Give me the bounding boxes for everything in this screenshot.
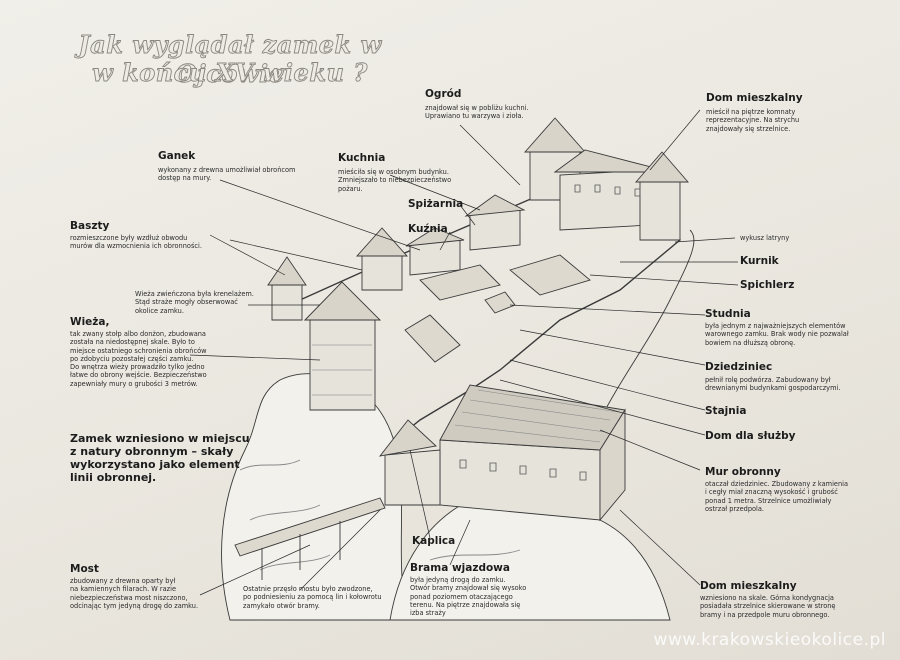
desc-ogrod: znajdował się w pobliżu kuchni. Uprawian… (425, 104, 529, 121)
label-spizarnia: Spiżarnia (408, 198, 464, 210)
label-most: Most (70, 563, 99, 575)
label-dom-mieszkalny-top: Dom mieszkalny (706, 92, 803, 104)
label-wieza: Wieża, (70, 316, 110, 328)
desc-dziedziniec: pełnił rolę podwórza. Zabudowany był dre… (705, 376, 841, 393)
desc-kuchnia: mieściła się w osobnym budynku. Zmniejsz… (338, 168, 452, 193)
label-spichlerz: Spichlerz (740, 279, 795, 291)
label-zamek-wzniesiono: Zamek wzniesiono w miejscu z natury obro… (70, 432, 250, 484)
desc-brama-wjazdowa: była jedyną drogą do zamku. Otwór bramy … (410, 576, 527, 618)
desc-studnia: była jednym z najważniejszych elementów … (705, 322, 849, 347)
desc-wieza: tak zwany stołp albo donżon, zbudowana z… (70, 330, 207, 388)
desc-ganek: wykonany z drewna umożliwiał obrońcom do… (158, 166, 296, 183)
label-mur-obronny: Mur obronny (705, 466, 781, 478)
label-studnia: Studnia (705, 308, 751, 320)
board-title-line1: Jak wyglądał zamek w Ojcowie (78, 30, 382, 89)
label-stajnia: Stajnia (705, 405, 747, 417)
desc-dom-mieszkalny-bottom: wzniesiono na skale. Górna kondygnacja p… (700, 594, 836, 619)
label-kurnik: Kurnik (740, 255, 779, 267)
board-title-line2: w końcu XV wieku ? (92, 58, 368, 88)
label-baszty: Baszty (70, 220, 110, 232)
label-dziedziniec: Dziedziniec (705, 361, 773, 373)
desc-baszty: rozmieszczone były wzdłuż obwodu murów d… (70, 234, 202, 251)
label-ganek: Ganek (158, 150, 196, 162)
label-dom-mieszkalny-bottom: Dom mieszkalny (700, 580, 797, 592)
label-kuznia: Kuźnia (408, 223, 448, 235)
label-kaplica: Kaplica (412, 535, 456, 547)
desc-wieza-krenelaz: Wieża zwieńczona była krenelażem. Stąd s… (135, 290, 254, 315)
label-brama-wjazdowa: Brama wjazdowa (410, 562, 510, 574)
label-kuchnia: Kuchnia (338, 152, 386, 164)
label-dom-dla-sluzby: Dom dla służby (705, 430, 796, 442)
desc-wykusz-latryny: wykusz latryny (740, 234, 790, 242)
label-ogrod: Ogród (425, 88, 462, 100)
desc-dom-mieszkalny-top: mieścił na piętrze komnaty reprezentacyj… (706, 108, 800, 133)
desc-mur-obronny: otaczał dziedziniec. Zbudowany z kamieni… (705, 480, 849, 513)
watermark: www.krakowskieokolice.pl (653, 630, 886, 650)
desc-most: zbudowany z drewna oparty był na kamienn… (70, 577, 199, 610)
desc-przeslo-zwodzone: Ostatnie przęsło mostu było zwodzone, po… (243, 585, 382, 610)
